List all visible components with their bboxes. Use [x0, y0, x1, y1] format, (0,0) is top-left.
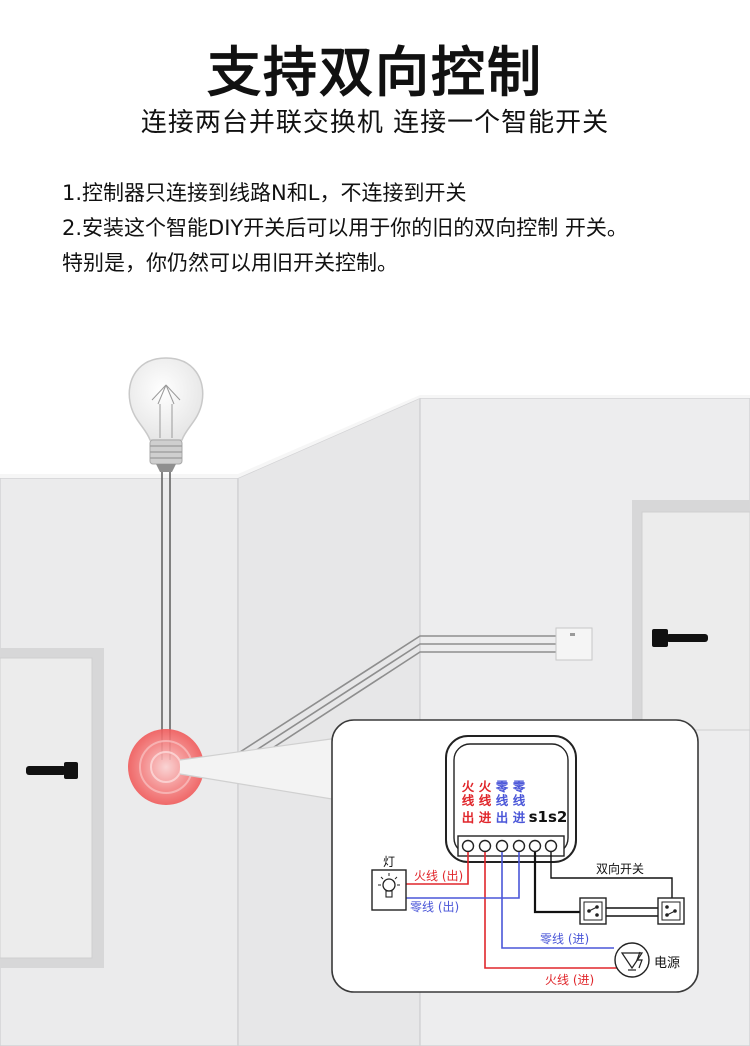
- right-door: [632, 500, 750, 731]
- power-label: 电源: [654, 956, 680, 971]
- neutral-out-label: 零线 (出): [410, 900, 459, 914]
- lamp-icon: [371, 869, 407, 911]
- lamp-label: 灯: [383, 855, 395, 869]
- wiring-lines: [406, 852, 673, 969]
- wall-switch: [555, 627, 593, 661]
- s1s2-label: s1s2: [529, 808, 568, 826]
- neutral-in-label: 零线 (进): [540, 932, 589, 946]
- terminal-2-mid: 线: [479, 793, 492, 808]
- two-way-switch-2-icon: [657, 897, 685, 925]
- terminal-1-mid: 线: [462, 793, 475, 808]
- live-out-label: 火线 (出): [414, 869, 463, 883]
- note-line-1: 1.控制器只连接到线路N和L，不连接到开关: [62, 181, 467, 205]
- power-source-icon: [614, 942, 650, 978]
- terminal-2-top: 火: [479, 779, 492, 794]
- wall-wires: [239, 635, 556, 765]
- terminal-1-bot: 出: [462, 810, 475, 825]
- terminal-4-top: 零: [512, 779, 526, 794]
- terminal-3-top: 零: [495, 779, 509, 794]
- terminal-2-bot: 进: [479, 810, 492, 825]
- terminal-3-mid: 线: [496, 793, 509, 808]
- install-notes: 1.控制器只连接到线路N和L，不连接到开关 2.安装这个智能DIY开关后可以用于…: [62, 176, 628, 281]
- terminal-4-bot: 进: [513, 810, 526, 825]
- two-way-switch-label: 双向开关: [596, 861, 644, 876]
- two-way-switch-1-icon: [579, 897, 607, 925]
- light-bulb-icon: [128, 357, 204, 472]
- page-title: 支持双向控制: [207, 41, 543, 104]
- page-subtitle: 连接两台并联交换机 连接一个智能开关: [140, 108, 610, 138]
- live-in-label: 火线 (进): [545, 973, 594, 987]
- note-line-3: 特别是，你仍然可以用旧开关控制。: [62, 251, 398, 275]
- terminal-3-bot: 出: [496, 810, 509, 825]
- note-line-2: 2.安装这个智能DIY开关后可以用于你的旧的双向控制 开关。: [62, 216, 628, 240]
- terminal-screws: [461, 839, 558, 853]
- left-door: [0, 648, 104, 968]
- terminal-labels: 火 线 出 火 线 进 零 线 出 零 线 进: [462, 779, 526, 825]
- terminal-1-top: 火: [462, 779, 475, 794]
- light-wire: [161, 470, 171, 760]
- terminal-4-mid: 线: [513, 793, 526, 808]
